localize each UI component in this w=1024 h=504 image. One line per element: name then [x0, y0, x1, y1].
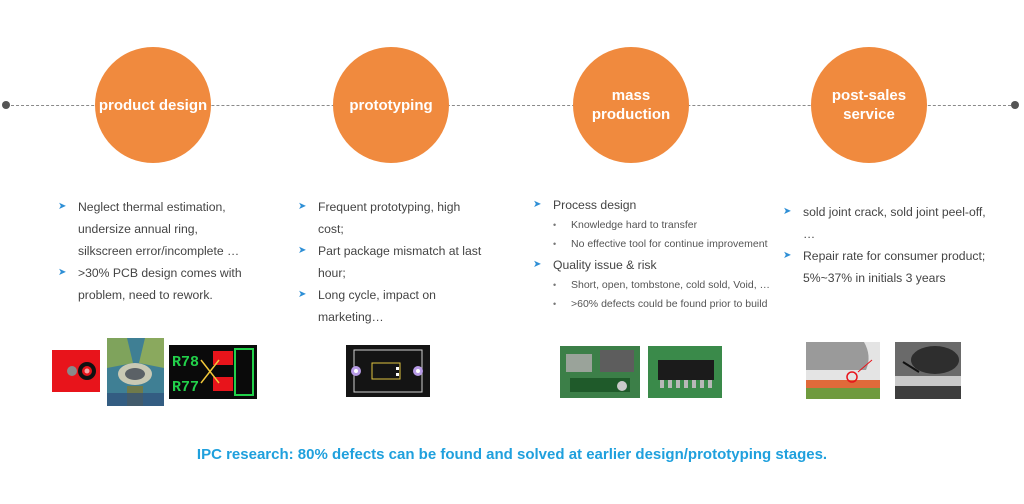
package-mismatch-image — [346, 345, 430, 397]
stage-product-design: product design — [95, 47, 211, 163]
timeline-start-dot — [2, 101, 10, 109]
bullet-item: sold joint crack, sold joint peel-off, … — [783, 201, 993, 245]
bullet-item: Frequent prototyping, high cost; — [298, 196, 488, 240]
pcb-label-r77: R77 — [172, 379, 199, 396]
pad-closeup-image — [107, 338, 164, 406]
column-post-sales-service: sold joint crack, sold joint peel-off, …… — [783, 201, 993, 289]
bullet-item: Neglect thermal estimation, undersize an… — [58, 196, 248, 262]
stage-mass-production: mass production — [573, 47, 689, 163]
column-prototyping: Frequent prototyping, high cost;Part pac… — [298, 196, 488, 328]
ic-chip-image — [648, 346, 722, 398]
annular-ring-image — [52, 350, 100, 392]
column-product-design: Neglect thermal estimation, undersize an… — [58, 196, 248, 306]
timeline-line — [6, 105, 1016, 106]
bullet-item: Repair rate for consumer product; 5%~37%… — [783, 245, 993, 289]
sub-bullet-item: Short, open, tombstone, cold sold, Void,… — [533, 276, 783, 295]
sub-bullet-item: No effective tool for continue improveme… — [533, 235, 783, 254]
column-mass-production: Process designKnowledge hard to transfer… — [533, 194, 783, 314]
joint-xray-image — [895, 342, 961, 399]
bullet-item: Long cycle, impact on marketing… — [298, 284, 488, 328]
bullet-item: Part package mismatch at last hour; — [298, 240, 488, 284]
pcb-label-r78: R78 — [172, 354, 199, 371]
stage-prototyping: prototyping — [333, 47, 449, 163]
bullet-item: Quality issue & risk — [533, 254, 783, 276]
bullet-item: Process design — [533, 194, 783, 216]
sub-bullet-item: Knowledge hard to transfer — [533, 216, 783, 235]
ipc-research-footer: IPC research: 80% defects can be found a… — [196, 446, 828, 463]
silkscreen-error-image: R78 R77 — [169, 345, 257, 399]
sub-bullet-item: >60% defects could be found prior to bui… — [533, 295, 783, 314]
timeline-end-dot — [1011, 101, 1019, 109]
stage-post-sales-service: post-sales service — [811, 47, 927, 163]
bullet-item: >30% PCB design comes with problem, need… — [58, 262, 248, 306]
pcb-assembly-image — [560, 346, 640, 398]
joint-crack-diagram-image — [806, 342, 880, 399]
